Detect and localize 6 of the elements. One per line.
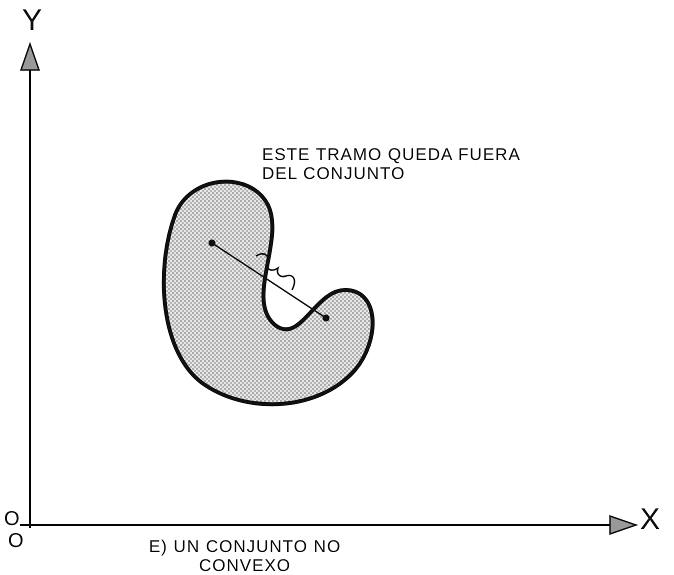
axis-label: Y <box>22 4 44 37</box>
axis-label: X <box>640 503 662 536</box>
origin-label: O <box>8 530 25 552</box>
caption: E) UN CONJUNTO NO CONVEXO <box>148 538 342 575</box>
origin-label: O <box>4 508 21 530</box>
annotation-text: ESTE TRAMO QUEDA FUERA DEL CONJUNTO <box>262 146 521 184</box>
